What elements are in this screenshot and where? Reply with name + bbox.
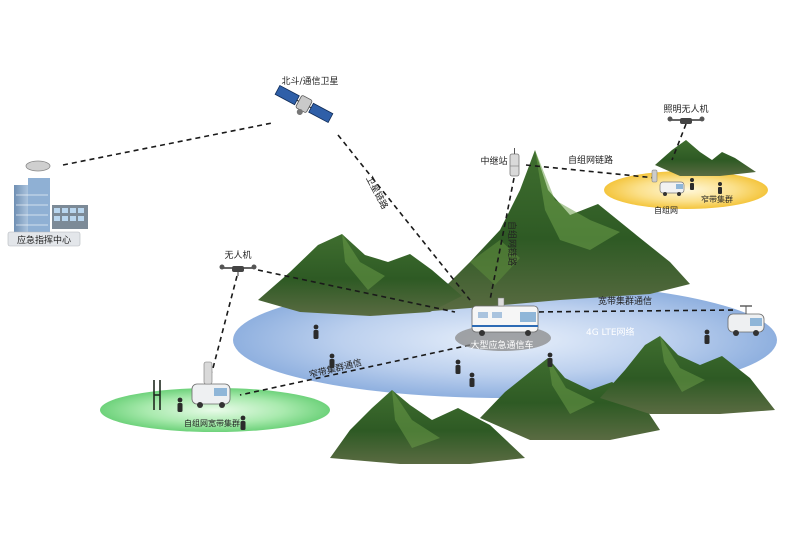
lte-network-label: 4G LTE网络 — [586, 326, 635, 338]
person-icon — [547, 352, 553, 367]
right-narrowband-label: 窄带集群 — [701, 194, 733, 204]
relay-tower-icon — [509, 148, 520, 177]
right-vehicle-icon — [727, 305, 765, 336]
link-vehicle-right-vehicle — [529, 309, 736, 313]
main-vehicle-label: 大型应急通信车 — [470, 339, 533, 351]
right-adhoc-relay-icon — [651, 169, 658, 183]
person-icon — [240, 415, 246, 430]
lighting-drone-icon — [667, 116, 705, 124]
person-icon — [469, 372, 475, 387]
satellite-link-label: 卫星链路 — [363, 174, 391, 211]
mountain-center — [420, 150, 690, 312]
satellite-label: 北斗/通信卫星 — [281, 75, 338, 87]
dish-antenna-icon — [25, 160, 51, 172]
left-adhoc-coverage-area — [100, 388, 330, 432]
relay-station-label: 中继站 — [480, 155, 507, 167]
person-icon — [313, 324, 319, 339]
link-center-satellite — [62, 122, 273, 166]
satellite-icon — [274, 84, 334, 124]
left-vehicle-icon — [191, 361, 231, 408]
command-center-label: 应急指挥中心 — [17, 234, 71, 246]
link-vehicle-left-vehicle — [239, 344, 471, 396]
link-relay-vehicle — [489, 177, 515, 301]
lighting-drone-label: 照明无人机 — [663, 103, 708, 115]
link-drone-left-vehicle — [211, 275, 238, 373]
person-icon — [704, 329, 710, 344]
right-adhoc-label: 自组网 — [654, 205, 678, 215]
main-vehicle-icon — [471, 297, 539, 336]
person-icon — [329, 353, 335, 368]
link-drone-vehicle — [257, 269, 456, 313]
lighting-coverage-area — [604, 171, 768, 209]
ground-units — [177, 324, 710, 430]
link-relay-lighting — [525, 164, 657, 179]
adhoc-link-right-label: 自组网链路 — [568, 154, 613, 166]
right-cluster-people — [690, 178, 722, 194]
mountain-bottom-left — [330, 390, 525, 464]
adhoc-link-center-label: 自组网链路 — [506, 221, 518, 266]
mountain-left — [258, 234, 462, 316]
mountain-bottom-right — [600, 336, 775, 414]
right-adhoc-vehicle-icon — [659, 181, 685, 196]
link-lighting-drone — [671, 123, 687, 161]
mountain-right-small — [655, 140, 756, 176]
command-center-building — [7, 160, 88, 247]
left-adhoc-label: 自组网宽带集群 — [184, 418, 240, 428]
person-icon — [455, 359, 461, 374]
mountain-bottom-mid — [480, 358, 660, 440]
person-icon — [177, 397, 183, 412]
drone-icon — [219, 264, 257, 276]
broadband-trunk-label: 宽带集群通信 — [598, 295, 652, 307]
antenna-icon — [153, 380, 161, 410]
drone-label: 无人机 — [224, 249, 251, 261]
